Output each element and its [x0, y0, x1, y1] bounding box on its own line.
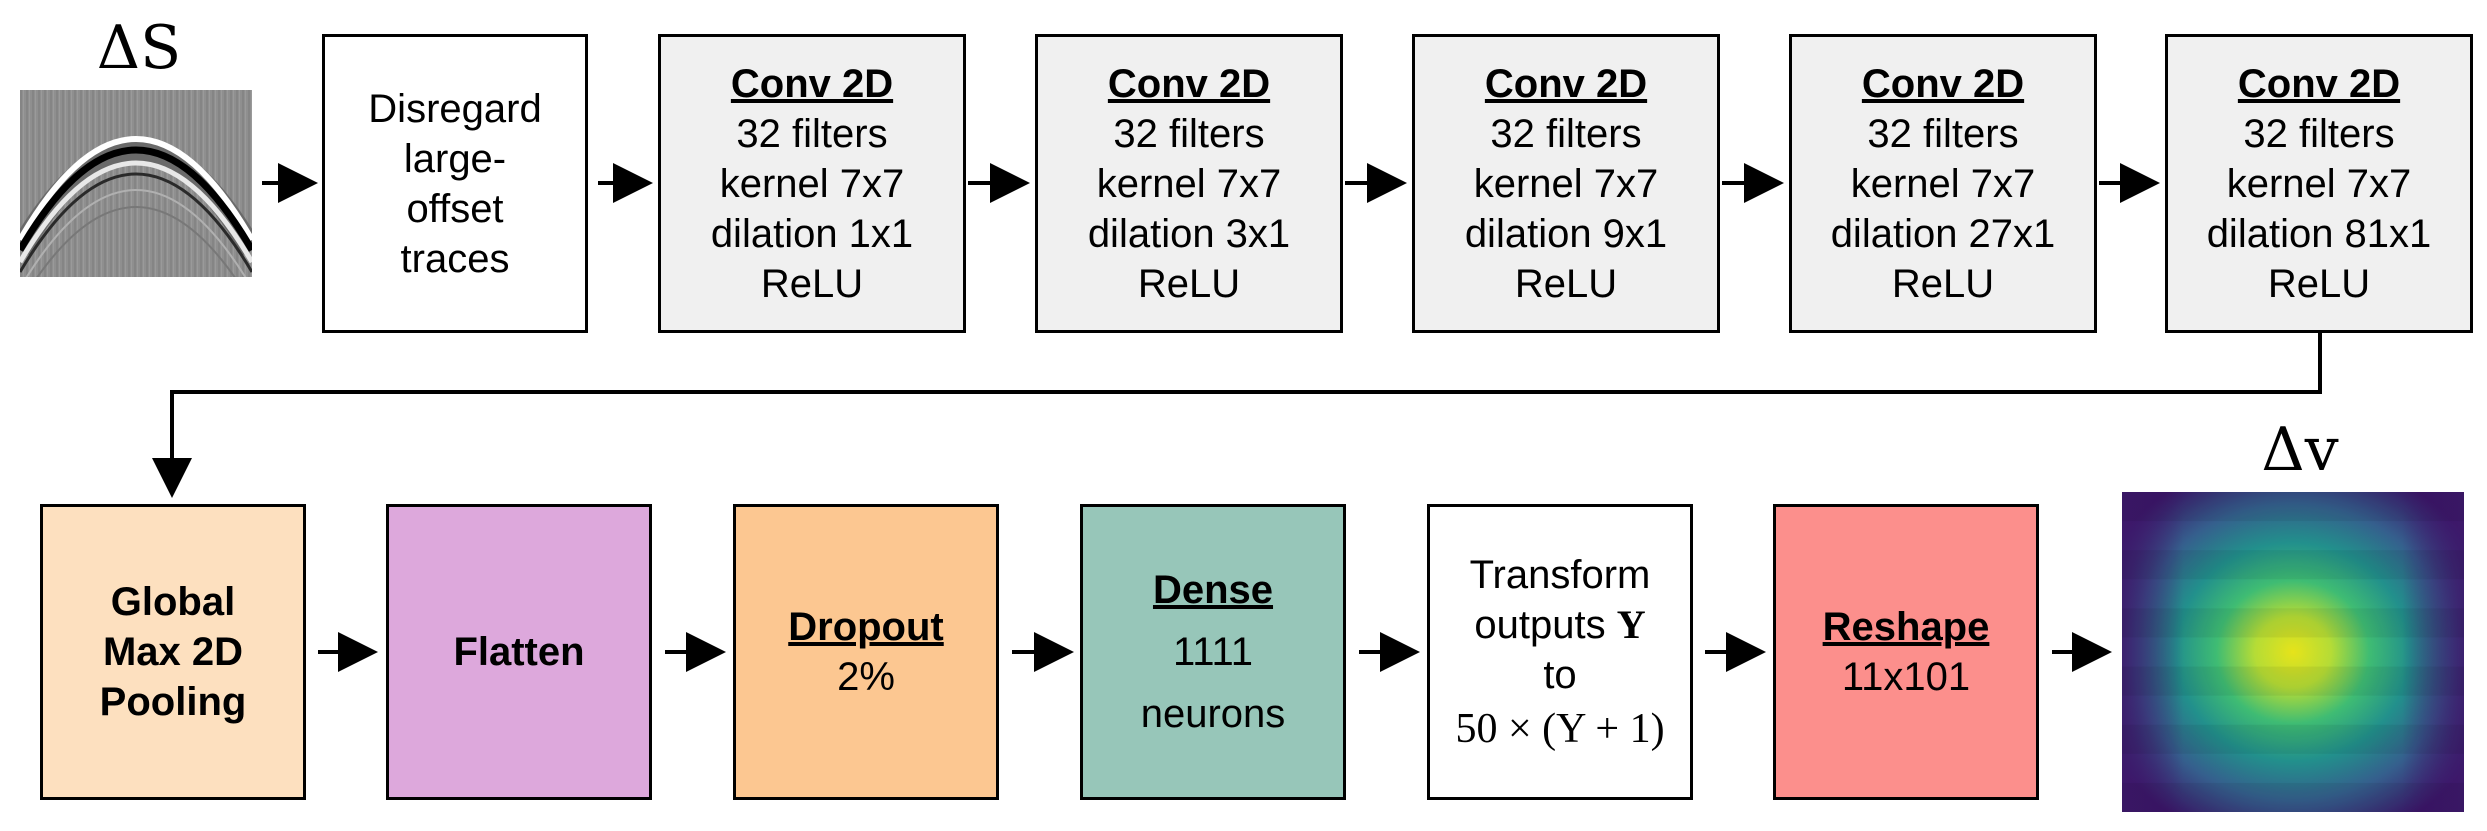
heatmap-band [2122, 492, 2464, 522]
conv2d-kernel: kernel 7x7 [1096, 161, 1282, 206]
conv2d-title: Conv 2D [1107, 61, 1271, 106]
conv2d-title: Conv 2D [1861, 61, 2025, 106]
disregard-line-1: Disregard [368, 86, 542, 131]
dense-neurons-count: 1111 [1172, 630, 1254, 674]
conv2d-dilation: dilation 81x1 [2206, 211, 2432, 256]
conv2d-activation: ReLU [760, 261, 864, 306]
conv2d-dilation: dilation 27x1 [1830, 211, 2056, 256]
conv2d-box-4: Conv 2D 32 filters kernel 7x7 dilation 2… [1789, 34, 2097, 333]
conv2d-dilation: dilation 3x1 [1087, 211, 1291, 256]
conv2d-filters: 32 filters [1867, 111, 2019, 156]
transform-line-2: outputs [1474, 603, 1606, 647]
conv2d-activation: ReLU [1891, 261, 1995, 306]
conv2d-box-2: Conv 2D 32 filters kernel 7x7 dilation 3… [1035, 34, 1343, 333]
transform-formula: 50 × (Y + 1) [1455, 706, 1665, 752]
disregard-line-3: offset [406, 186, 504, 231]
output-label: Δv [2261, 415, 2339, 485]
conv2d-filters: 32 filters [1490, 111, 1642, 156]
conv2d-dilation: dilation 1x1 [710, 211, 914, 256]
conv2d-activation: ReLU [1514, 261, 1618, 306]
global-max-pooling-box: Global Max 2D Pooling [40, 504, 306, 800]
heatmap-band [2122, 666, 2464, 696]
conv2d-kernel: kernel 7x7 [1850, 161, 2036, 206]
heatmap-band [2122, 724, 2464, 754]
conv2d-title: Conv 2D [1484, 61, 1648, 106]
heatmap-band [2122, 782, 2464, 812]
conv2d-filters: 32 filters [736, 111, 888, 156]
heatmap-band [2122, 550, 2464, 580]
conv2d-box-3: Conv 2D 32 filters kernel 7x7 dilation 9… [1412, 34, 1720, 333]
dense-box: Dense 1111 neurons [1080, 504, 1346, 800]
flatten-label: Flatten [453, 630, 585, 674]
conv2d-dilation: dilation 9x1 [1464, 211, 1668, 256]
disregard-line-4: traces [400, 236, 510, 281]
heatmap-band [2122, 608, 2464, 638]
transform-line-1: Transform [1469, 553, 1651, 597]
conv2d-activation: ReLU [1137, 261, 1241, 306]
conv2d-activation: ReLU [2267, 261, 2371, 306]
conv2d-filters: 32 filters [1113, 111, 1265, 156]
transform-outputs-box: Transform outputs Y to 50 × (Y + 1) [1427, 504, 1693, 800]
reshape-shape: 11x101 [1841, 655, 1971, 699]
disregard-offset-box: Disregard large- offset traces [322, 34, 588, 333]
conv2d-filters: 32 filters [2243, 111, 2395, 156]
dense-neurons-unit: neurons [1140, 692, 1286, 736]
pooling-line-3: Pooling [99, 680, 247, 724]
conv2d-title: Conv 2D [2237, 61, 2401, 106]
velocity-heatmap-image [2122, 492, 2464, 812]
arrow-conv5-to-pooling [152, 333, 2322, 498]
conv2d-kernel: kernel 7x7 [2226, 161, 2412, 206]
dropout-title: Dropout [788, 605, 944, 649]
transform-symbol: Y [1616, 602, 1646, 647]
conv2d-title: Conv 2D [730, 61, 894, 106]
reshape-title: Reshape [1822, 605, 1990, 649]
conv2d-box-1: Conv 2D 32 filters kernel 7x7 dilation 1… [658, 34, 966, 333]
reshape-box: Reshape 11x101 [1773, 504, 2039, 800]
seismic-gather-image [10, 90, 262, 305]
dense-title: Dense [1152, 568, 1274, 612]
input-label: ΔS [96, 13, 182, 83]
disregard-line-2: large- [403, 136, 507, 181]
pooling-line-1: Global [110, 580, 236, 624]
flatten-box: Flatten [386, 504, 652, 800]
pooling-line-2: Max 2D [102, 630, 244, 674]
conv2d-box-5: Conv 2D 32 filters kernel 7x7 dilation 8… [2165, 34, 2473, 333]
transform-line-2-wrap: outputs Y [1474, 600, 1645, 650]
transform-line-3: to [1543, 653, 1577, 697]
conv2d-kernel: kernel 7x7 [719, 161, 905, 206]
conv2d-kernel: kernel 7x7 [1473, 161, 1659, 206]
dropout-box: Dropout 2% [733, 504, 999, 800]
dropout-rate: 2% [837, 655, 895, 699]
